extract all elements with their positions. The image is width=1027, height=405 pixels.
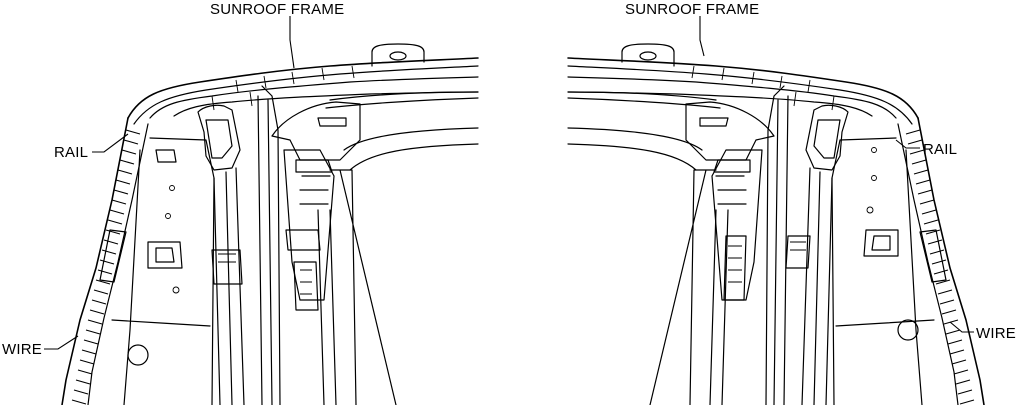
- right-rail-outer: [917, 117, 985, 405]
- right-assembly: [567, 43, 985, 405]
- label-rail-right: RAIL: [923, 141, 957, 158]
- leader-wire-right: [949, 321, 974, 333]
- leader-wire-left: [44, 335, 79, 350]
- label-wire-right: WIRE: [976, 325, 1016, 342]
- right-wire-coil: [905, 129, 975, 405]
- leader-sunroof-frame-left: [289, 16, 295, 69]
- label-rail-left: RAIL: [54, 144, 88, 161]
- label-sunroof-frame-left: SUNROOF FRAME: [210, 1, 344, 18]
- leader-rail-right: [895, 139, 920, 149]
- left-rail-outer: [61, 117, 129, 405]
- right-sunroof-frame: [567, 57, 919, 119]
- left-wire-coil: [71, 129, 141, 405]
- leader-rail-left: [92, 133, 129, 153]
- label-wire-left: WIRE: [2, 341, 42, 358]
- left-assembly: [61, 43, 479, 405]
- left-sunroof-frame: [127, 57, 479, 119]
- label-sunroof-frame-right: SUNROOF FRAME: [625, 1, 759, 18]
- leader-sunroof-frame-right: [699, 16, 705, 57]
